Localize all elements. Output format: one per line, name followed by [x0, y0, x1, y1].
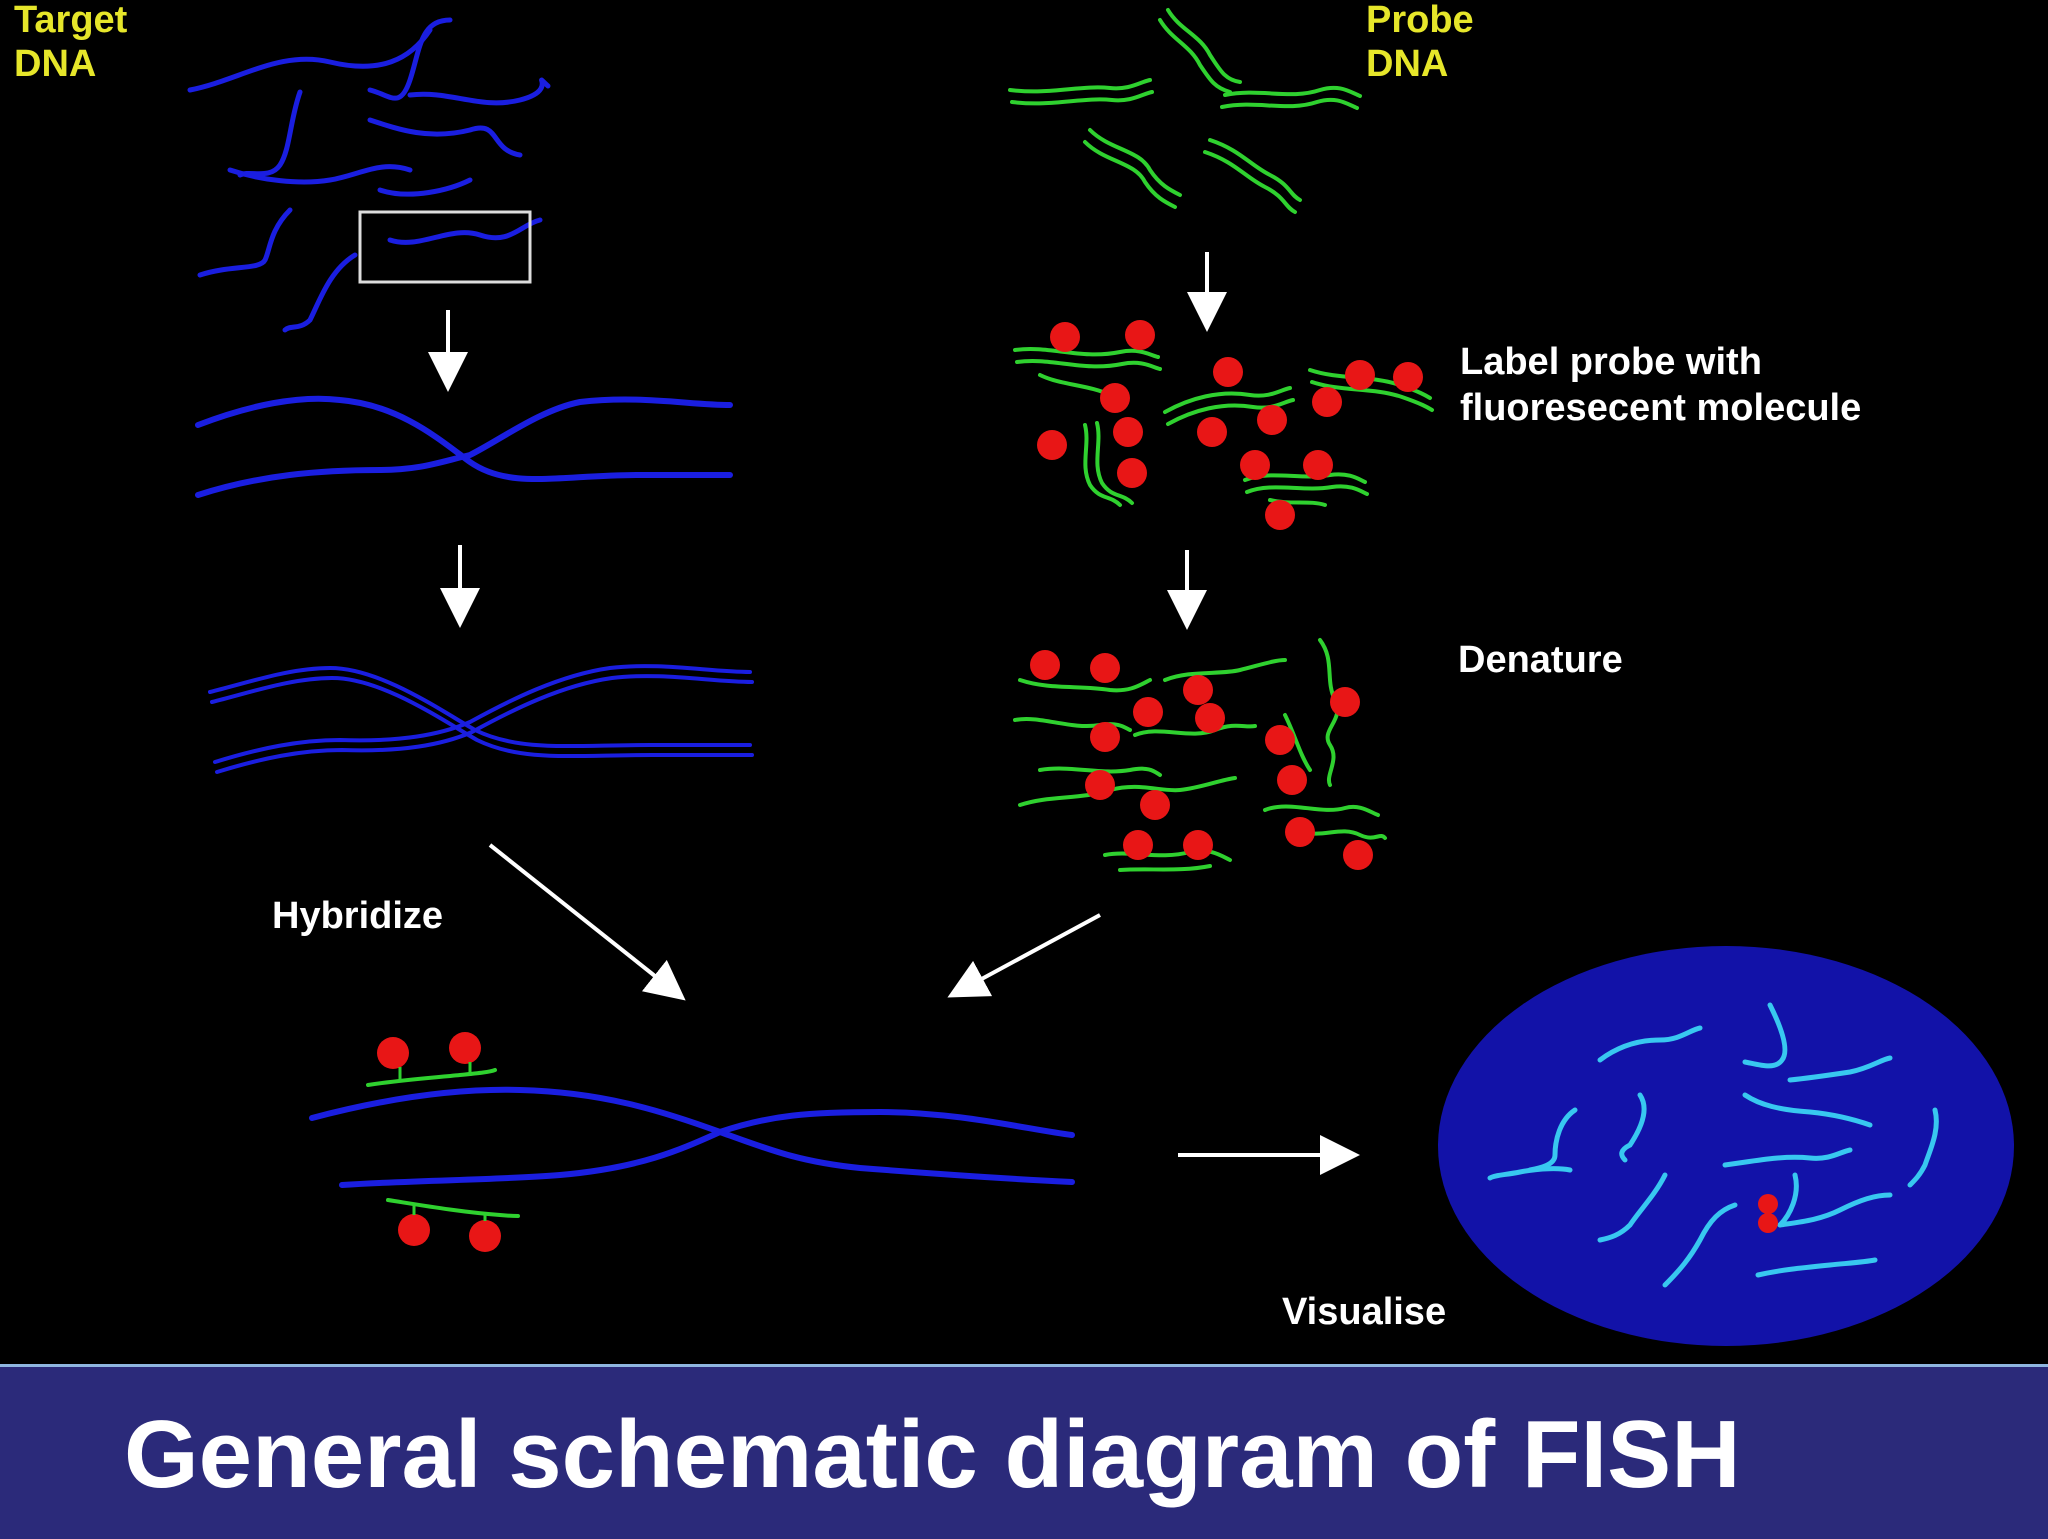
visualised-chromosomes: [1487, 1002, 1939, 1288]
target-dna-strands: [187, 17, 551, 333]
probe-dna-label: Probe DNA: [1366, 0, 1474, 85]
label-probe-text: Label probe with fluoresecent molecule: [1460, 341, 1861, 429]
denature-label: Denature: [1458, 639, 1623, 681]
target-dna-label: Target DNA: [14, 0, 128, 85]
hybridized-probes: [366, 1032, 520, 1252]
visualised-signal: [1758, 1194, 1778, 1233]
hybridized-chromosome: [309, 1086, 1075, 1188]
svg-text:fluoresecent molecule: fluoresecent molecule: [1460, 387, 1861, 429]
probe-dna-strands: [1008, 8, 1362, 214]
arrow-hybridize-left: [488, 843, 686, 1001]
arrow-hybridize-right: [947, 913, 1101, 998]
hybridize-label: Hybridize: [272, 895, 443, 937]
svg-text:Probe: Probe: [1366, 0, 1474, 41]
svg-text:Label probe with: Label probe with: [1460, 341, 1762, 383]
target-dna-double-strand: [195, 395, 733, 498]
caption-bar: [0, 1364, 2048, 1539]
denatured-probes: [1013, 638, 1387, 872]
target-dna-denatured: [208, 664, 754, 774]
visualise-label: Visualise: [1282, 1291, 1446, 1333]
labeled-probes: [1013, 320, 1434, 530]
svg-text:Target: Target: [14, 0, 128, 41]
diagram-canvas: Target DNA Probe DNA Label probe with fl…: [14, 0, 2014, 1346]
svg-text:DNA: DNA: [1366, 43, 1448, 85]
process-arrows: [428, 252, 1360, 1175]
nucleus-visualisation: [1438, 946, 2014, 1346]
caption-title: General schematic diagram of FISH: [124, 1401, 1741, 1508]
svg-text:DNA: DNA: [14, 43, 96, 85]
selection-box: [358, 210, 532, 284]
